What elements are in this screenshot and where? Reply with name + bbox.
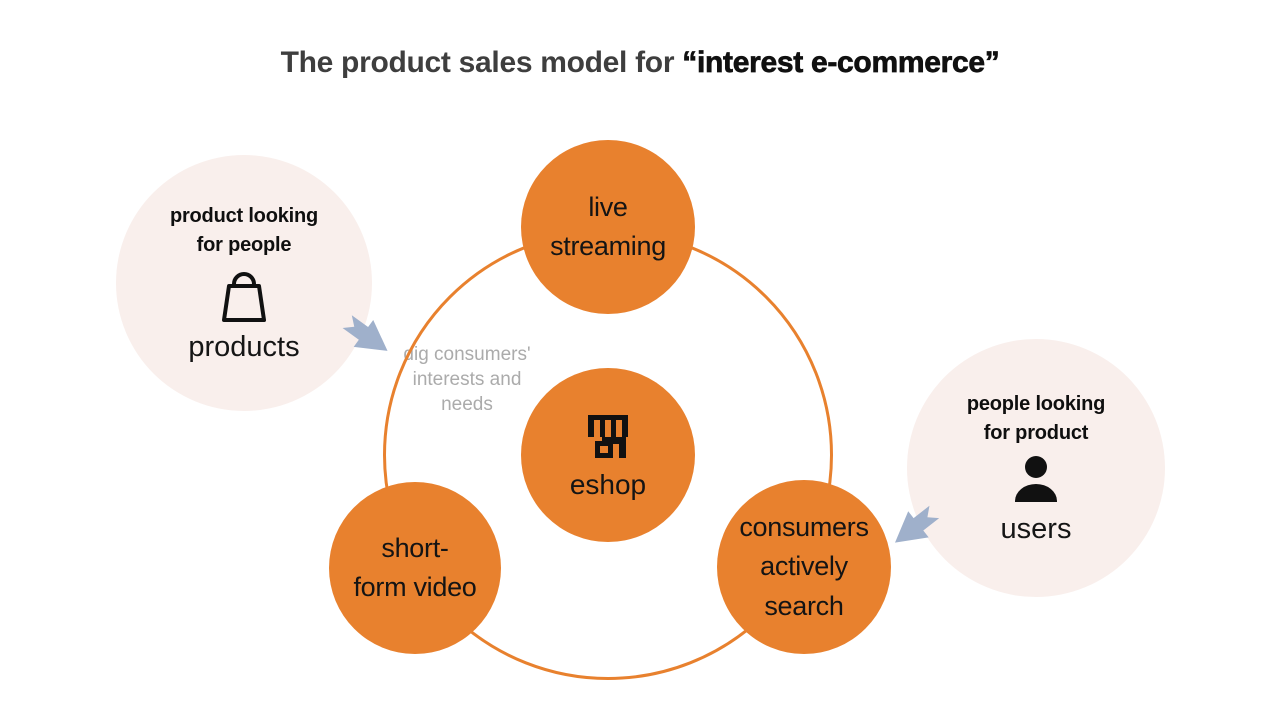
storefront-icon xyxy=(582,410,634,467)
arrow-products-to-center-icon xyxy=(342,315,388,351)
products-group-heading: product looking for people xyxy=(169,205,319,256)
users-group-circle: people looking for product users xyxy=(907,339,1165,597)
arrow-users-to-center-icon xyxy=(895,505,940,543)
products-group-circle: product looking for people products xyxy=(116,155,372,411)
node-consumers-actively-search-label: consumers actively search xyxy=(739,512,869,621)
page-title: The product sales model for “interest e-… xyxy=(0,46,1280,80)
node-short-form-video-label: short- form video xyxy=(353,532,477,602)
node-live-streaming-label: live streaming xyxy=(550,191,666,261)
node-live-streaming: live streaming xyxy=(521,140,695,314)
node-short-form-video: short- form video xyxy=(329,482,501,654)
title-part-2: “interest e-commerce” xyxy=(682,46,1000,80)
products-group-label: products xyxy=(188,331,300,363)
person-icon xyxy=(1011,454,1061,511)
node-eshop: eshop xyxy=(521,368,695,542)
node-consumers-actively-search: consumers actively search xyxy=(717,480,891,654)
users-group-heading: people looking for product xyxy=(966,393,1106,444)
users-group-label: users xyxy=(1000,513,1072,545)
node-eshop-label: eshop xyxy=(569,468,647,500)
title-part-1: The product sales model for xyxy=(280,46,683,79)
shopping-bag-icon xyxy=(218,266,270,329)
